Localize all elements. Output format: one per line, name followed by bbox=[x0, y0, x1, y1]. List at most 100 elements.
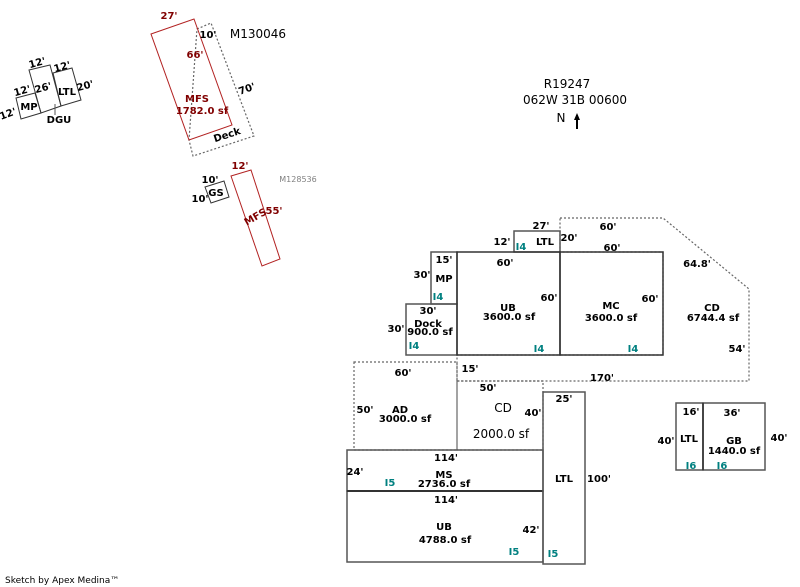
dim: 24' bbox=[347, 467, 364, 478]
line-code: I6 bbox=[686, 461, 697, 472]
area: 2736.0 sf bbox=[418, 479, 471, 490]
dim: 54' bbox=[729, 344, 746, 355]
dim: 12' bbox=[13, 84, 32, 99]
label-gs: GS bbox=[208, 188, 223, 199]
dim: 100' bbox=[587, 474, 611, 485]
label-ltl: LTL bbox=[680, 434, 699, 445]
label-ad: AD bbox=[392, 405, 408, 416]
mfs1-group: 27' 10' M130046 66' 70' MFS 1782.0 sf De… bbox=[150, 11, 286, 157]
dim: 42' bbox=[523, 525, 540, 536]
dim: 20' bbox=[76, 79, 95, 94]
north-arrow-icon bbox=[574, 113, 580, 129]
mobile-id: M130046 bbox=[230, 27, 286, 41]
dim: 30' bbox=[388, 324, 405, 335]
dim: 10' bbox=[200, 30, 217, 41]
label-ub: UB bbox=[500, 303, 516, 314]
mobile-id: M128536 bbox=[279, 175, 316, 184]
dim: 10' bbox=[202, 175, 219, 186]
gs-outline bbox=[204, 180, 230, 204]
label-mc: MC bbox=[602, 301, 619, 312]
area: 6744.4 sf bbox=[687, 313, 740, 324]
area: 3000.0 sf bbox=[379, 414, 432, 425]
dim: 60' bbox=[497, 258, 514, 269]
label-mfs: MFS bbox=[185, 94, 209, 105]
dim: 114' bbox=[434, 453, 458, 464]
footer-credit: Sketch by Apex Medina™ bbox=[5, 576, 119, 586]
dim: 27' bbox=[161, 11, 178, 22]
area: 1440.0 sf bbox=[708, 446, 761, 457]
dim: 30' bbox=[420, 306, 437, 317]
line-code: I4 bbox=[409, 341, 420, 352]
dim: 25' bbox=[556, 394, 573, 405]
label-gb: GB bbox=[726, 436, 742, 447]
parcel-info: R19247 062W 31B 00600 N bbox=[523, 77, 627, 129]
area: 1782.0 sf bbox=[176, 106, 229, 117]
area: 3600.0 sf bbox=[585, 313, 638, 324]
dim: 60' bbox=[600, 222, 617, 233]
mfs2-group: 12' MFS 55' M128536 bbox=[230, 161, 317, 267]
label-mp: MP bbox=[435, 274, 452, 285]
label-dgu: DGU bbox=[47, 115, 72, 126]
dim: 30' bbox=[414, 270, 431, 281]
dim: 27' bbox=[533, 221, 550, 232]
dim: 55' bbox=[266, 206, 283, 217]
dim: 12' bbox=[0, 107, 18, 123]
ltl-outline bbox=[52, 67, 82, 107]
dim: 66' bbox=[187, 50, 204, 61]
dim: 40' bbox=[658, 436, 675, 447]
area: 4788.0 sf bbox=[419, 535, 472, 546]
dim: 12' bbox=[53, 60, 72, 75]
dim: 20' bbox=[561, 233, 578, 244]
deck-outline bbox=[188, 22, 255, 157]
ad-outline bbox=[353, 361, 458, 451]
label-ltl: LTL bbox=[58, 87, 77, 98]
dim: 10' bbox=[192, 194, 209, 205]
north-label: N bbox=[557, 111, 566, 125]
dgu-group: 12' 12' 12' 26' LTL 20' MP 12' DGU bbox=[0, 56, 95, 126]
label-ms: MS bbox=[435, 470, 452, 481]
dim: 50' bbox=[480, 383, 497, 394]
dim: 50' bbox=[357, 405, 374, 416]
dim: 64.8' bbox=[683, 259, 711, 270]
dim: 60' bbox=[395, 368, 412, 379]
label-ub: UB bbox=[436, 522, 452, 533]
label-ltl: LTL bbox=[555, 474, 574, 485]
line-code: I4 bbox=[516, 242, 527, 253]
mfs2-outline bbox=[230, 169, 281, 267]
label-dock: Dock bbox=[414, 319, 442, 330]
dim: 170' bbox=[590, 373, 614, 384]
area: 3600.0 sf bbox=[483, 312, 536, 323]
label-deck: Deck bbox=[212, 126, 242, 145]
line-code: I6 bbox=[717, 461, 728, 472]
east-building: 16' 40' LTL I6 36' 40' GB 1440.0 sf I6 bbox=[658, 402, 788, 472]
dim: 26' bbox=[34, 81, 53, 96]
dim: 12' bbox=[232, 161, 249, 172]
line-code: I5 bbox=[548, 549, 559, 560]
parcel-id: R19247 bbox=[544, 77, 591, 91]
ltl-outline bbox=[542, 391, 586, 565]
line-code: I5 bbox=[385, 478, 396, 489]
dim: 15' bbox=[462, 364, 479, 375]
label-cd: CD bbox=[494, 401, 512, 415]
dim: 60' bbox=[541, 293, 558, 304]
main-building: 27' 12' 20' LTL I4 15' 30' MP I4 30' 30'… bbox=[346, 217, 750, 565]
dim: 36' bbox=[724, 408, 741, 419]
dim: 114' bbox=[434, 495, 458, 506]
mfs1-outline bbox=[150, 18, 233, 141]
dim: 12' bbox=[28, 56, 47, 71]
dim: 16' bbox=[683, 407, 700, 418]
dim: 40' bbox=[525, 408, 542, 419]
line-code: I5 bbox=[509, 547, 520, 558]
legal-description: 062W 31B 00600 bbox=[523, 93, 627, 107]
mc-outline bbox=[559, 251, 664, 356]
gs-group: 10' 10' GS bbox=[192, 175, 230, 205]
line-code: I4 bbox=[534, 344, 545, 355]
label-cd: CD bbox=[704, 303, 720, 314]
dim: 40' bbox=[771, 433, 788, 444]
label-ltl: LTL bbox=[536, 237, 555, 248]
line-code: I4 bbox=[433, 292, 444, 303]
dim: 12' bbox=[494, 237, 511, 248]
area: 2000.0 sf bbox=[473, 427, 530, 441]
dim: 70' bbox=[237, 82, 257, 98]
